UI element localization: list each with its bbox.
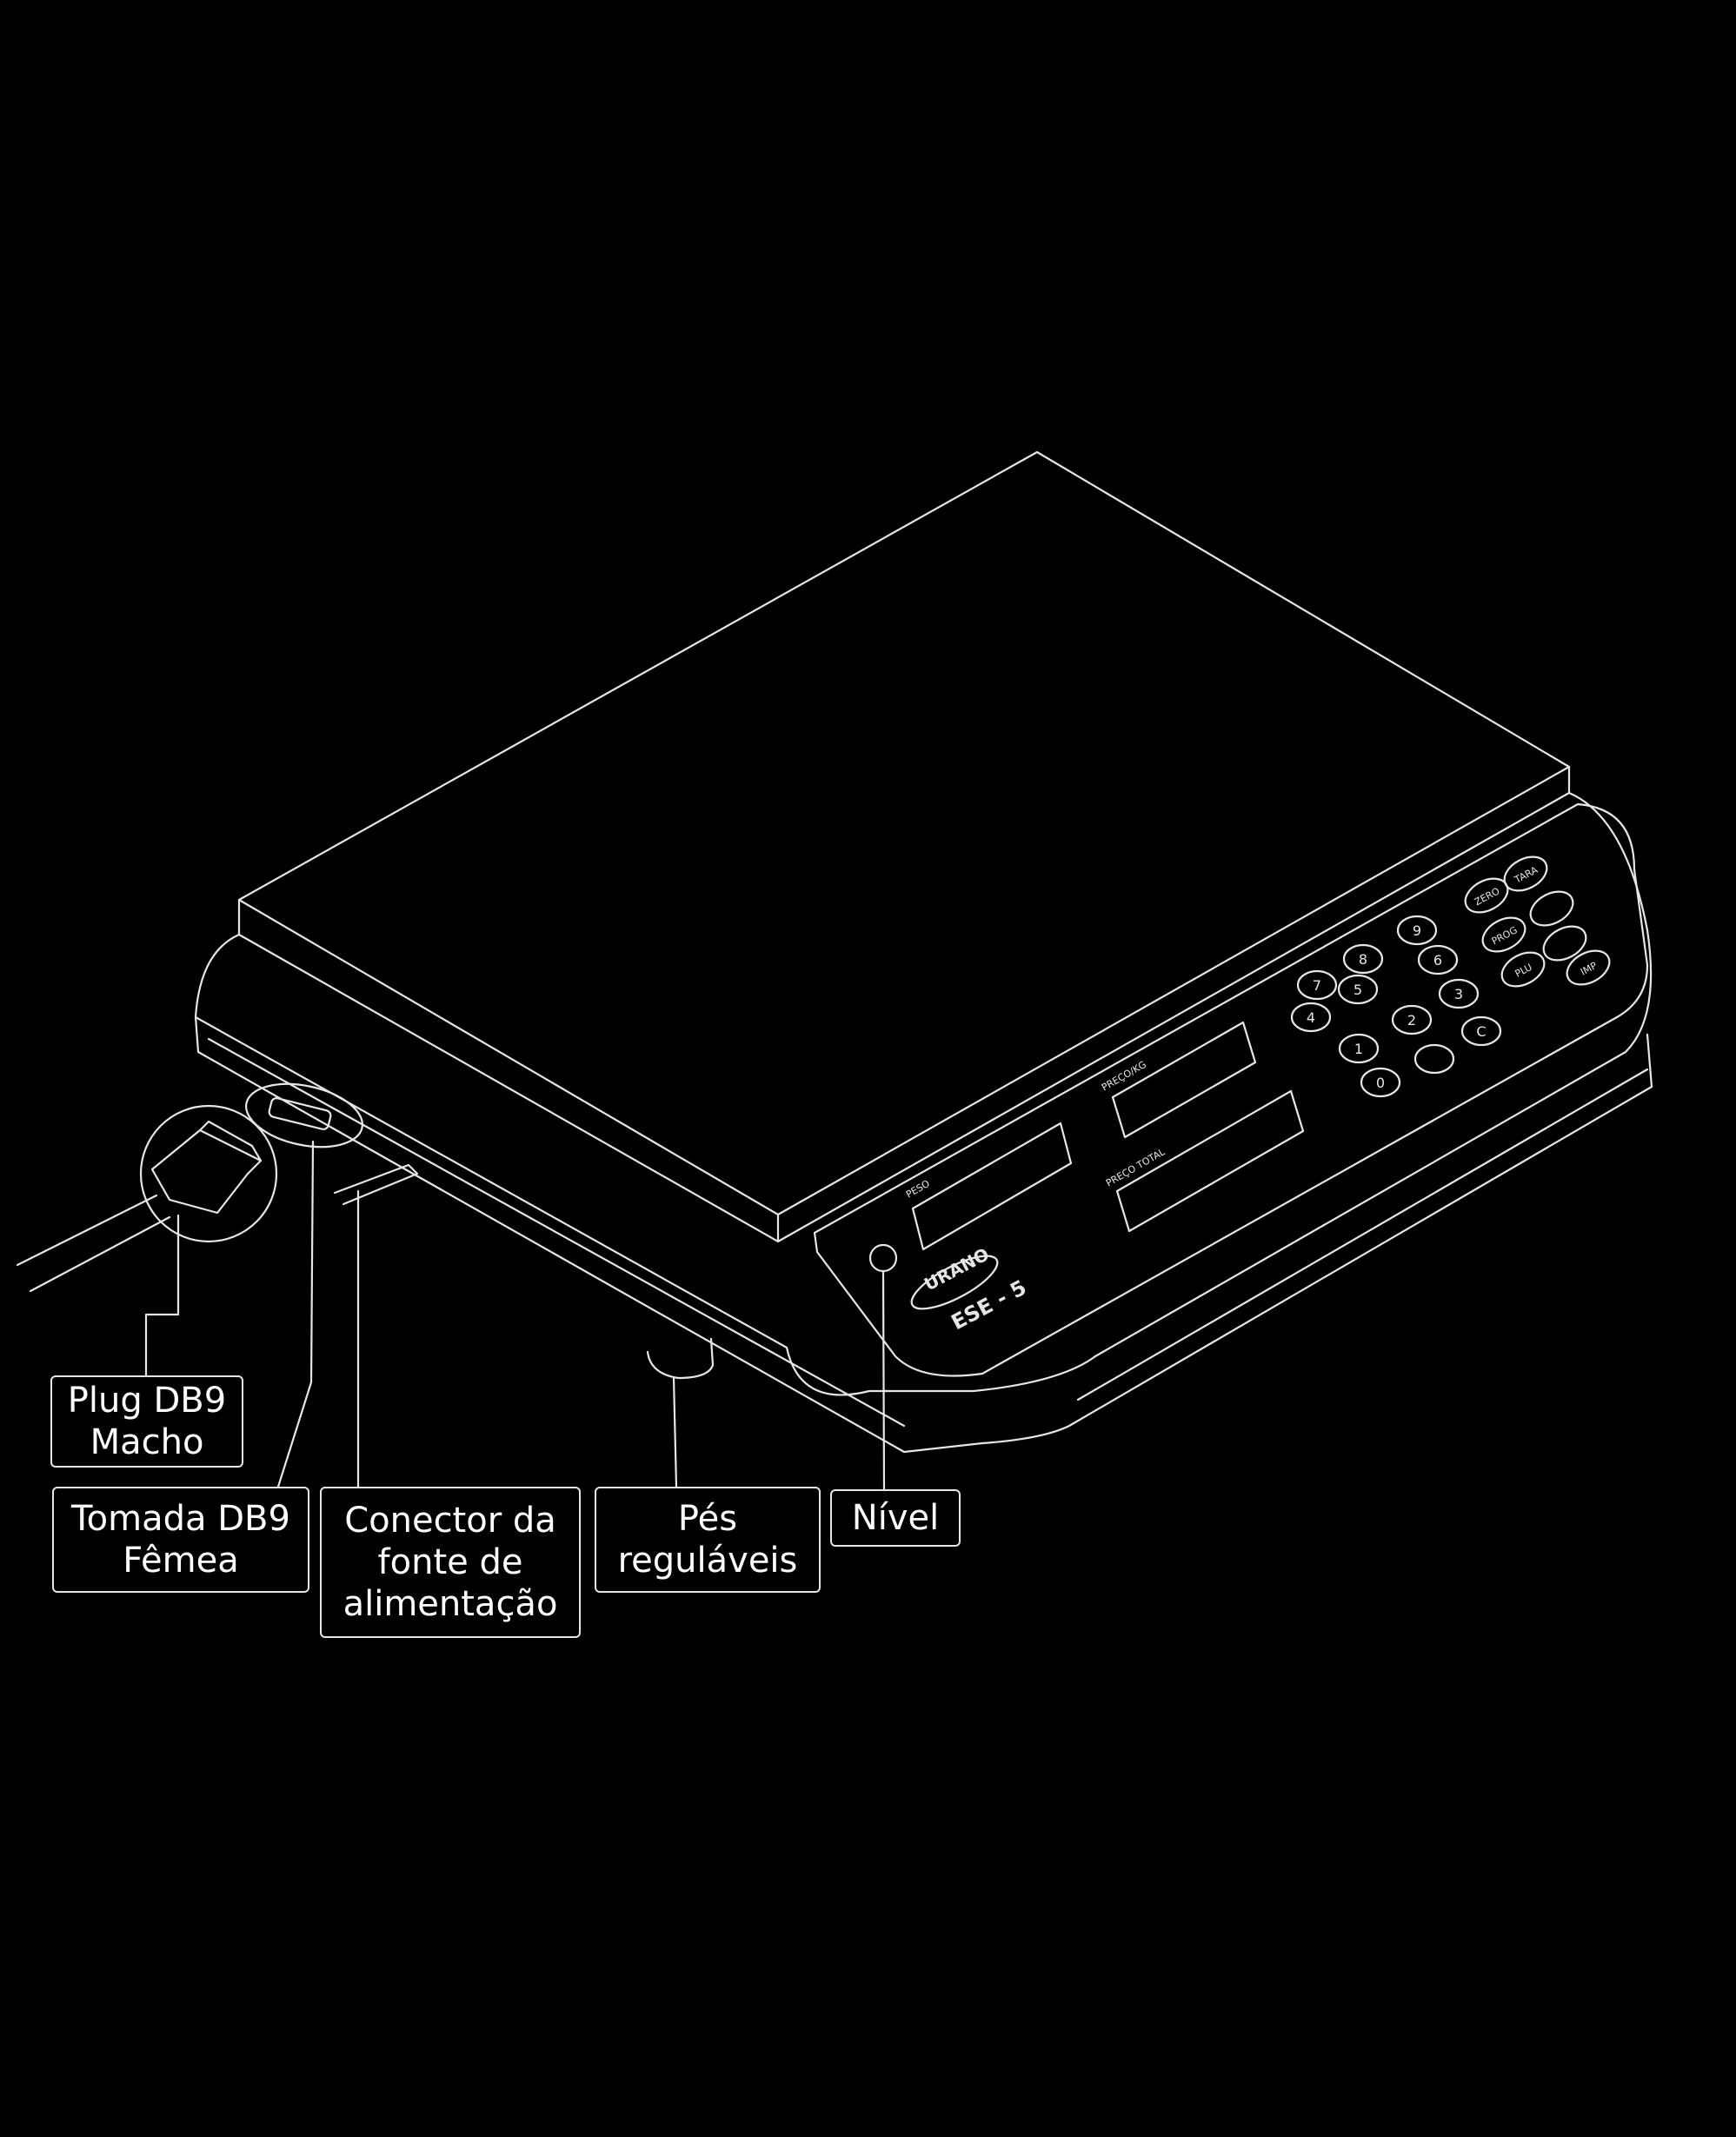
svg-text:0: 0: [1376, 1075, 1385, 1091]
svg-text:3: 3: [1454, 986, 1463, 1002]
platter-right-edge: [776, 765, 1571, 1243]
digit-keys: [1290, 915, 1502, 1098]
plug-highlight: [139, 1104, 278, 1243]
callout-plug-db9-macho: Plug DB9 Macho: [50, 1375, 243, 1468]
leader-tomada: [276, 1140, 315, 1488]
callout-tomada-line2: Fêmea: [123, 1541, 239, 1581]
preco-total-display: [1115, 1089, 1305, 1233]
platter-top: [237, 450, 1571, 1216]
svg-text:9: 9: [1413, 922, 1421, 939]
callout-nivel: Nível: [830, 1489, 961, 1547]
svg-text:ZERO: ZERO: [1473, 885, 1502, 908]
callout-pes-regulaveis: Pés reguláveis: [595, 1487, 821, 1593]
leader-pes: [672, 1376, 678, 1488]
svg-text:PROG: PROG: [1490, 924, 1520, 947]
svg-text:IMP: IMP: [1579, 960, 1600, 978]
svg-text:PLU: PLU: [1513, 962, 1534, 980]
brand-logo: URANO: [921, 1243, 993, 1295]
svg-text:1: 1: [1354, 1041, 1363, 1057]
callout-pes-line2: reguláveis: [617, 1541, 798, 1581]
display-panel: [813, 802, 1649, 1377]
svg-text:C: C: [1476, 1023, 1486, 1040]
svg-text:6: 6: [1433, 952, 1442, 969]
preco-kg-label: PREÇO/KG: [1100, 1059, 1148, 1094]
platter-front-edge: [237, 898, 780, 1243]
preco-kg-display: [1111, 1021, 1257, 1139]
callout-conector-line2: fonte de: [377, 1542, 523, 1582]
level-indicator: [868, 1243, 898, 1273]
base-body: [194, 791, 1653, 1396]
cable: [16, 1194, 158, 1267]
connector-highlight: [245, 1082, 363, 1148]
callout-tomada-line1: Tomada DB9: [71, 1499, 290, 1539]
callout-conector-line3: alimentação: [343, 1584, 558, 1624]
leader-nivel: [881, 1269, 886, 1491]
leader-plug: [144, 1214, 180, 1377]
peso-display: [911, 1122, 1073, 1251]
adjustable-foot: [646, 1337, 715, 1380]
svg-text:4: 4: [1307, 1009, 1315, 1026]
callout-conector-fonte: Conector da fonte de alimentação: [320, 1487, 581, 1638]
callout-pes-line1: Pés: [677, 1499, 738, 1539]
svg-text:7: 7: [1313, 977, 1321, 994]
function-keys: [1464, 855, 1611, 988]
svg-text:8: 8: [1359, 951, 1367, 968]
svg-text:5: 5: [1354, 982, 1362, 998]
base-bottom: [194, 1015, 1653, 1454]
callout-plug-line2: Macho: [90, 1422, 204, 1462]
svg-text:2: 2: [1407, 1012, 1416, 1029]
callout-conector-line1: Conector da: [344, 1501, 556, 1541]
callout-plug-line1: Plug DB9: [67, 1381, 227, 1421]
callout-nivel-line1: Nível: [851, 1498, 940, 1538]
svg-text:TARA: TARA: [1512, 864, 1540, 886]
callout-tomada-db9-femea: Tomada DB9 Fêmea: [52, 1487, 309, 1593]
model-label: ESE - 5: [948, 1275, 1031, 1335]
